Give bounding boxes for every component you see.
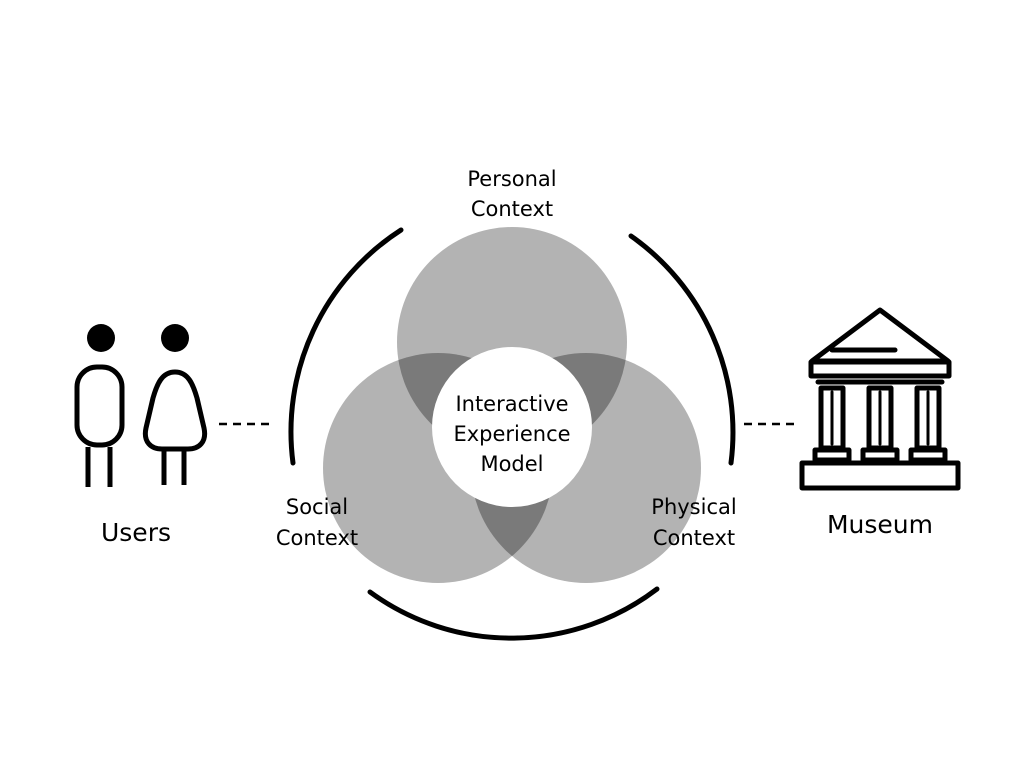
museum-label: Museum	[827, 510, 933, 539]
person-2-head	[161, 324, 189, 352]
physical-context-label-line1: Physical	[651, 495, 736, 519]
social-context-label-line2: Context	[276, 526, 358, 550]
museum-icon	[799, 307, 961, 491]
social-context-label-line1: Social	[286, 495, 348, 519]
museum-base-cap-left	[812, 447, 852, 463]
physical-context-label-line2: Context	[653, 526, 735, 550]
personal-context-label-line2: Context	[471, 197, 553, 221]
outer-arc-bottom	[367, 586, 660, 641]
users-label: Users	[101, 518, 171, 547]
person-1-head	[87, 324, 115, 352]
center-label-line2: Experience	[453, 422, 570, 446]
outer-arc-left	[288, 227, 404, 466]
center-label-line3: Model	[480, 452, 543, 476]
museum-base	[799, 460, 961, 491]
users-icon	[74, 324, 208, 487]
museum-base-cap-center	[860, 447, 900, 463]
museum-roof	[809, 307, 951, 364]
outer-ring	[288, 227, 736, 641]
center-circle	[432, 347, 592, 507]
personal-context-label-line1: Personal	[467, 167, 556, 191]
center-label-line1: Interactive	[455, 392, 568, 416]
museum-entablature	[808, 359, 952, 379]
museum-base-cap-right	[908, 447, 948, 463]
venn-diagram	[323, 227, 701, 583]
person-1-body	[74, 364, 125, 448]
outer-arc-right	[628, 233, 736, 466]
person-2-body	[142, 369, 208, 452]
